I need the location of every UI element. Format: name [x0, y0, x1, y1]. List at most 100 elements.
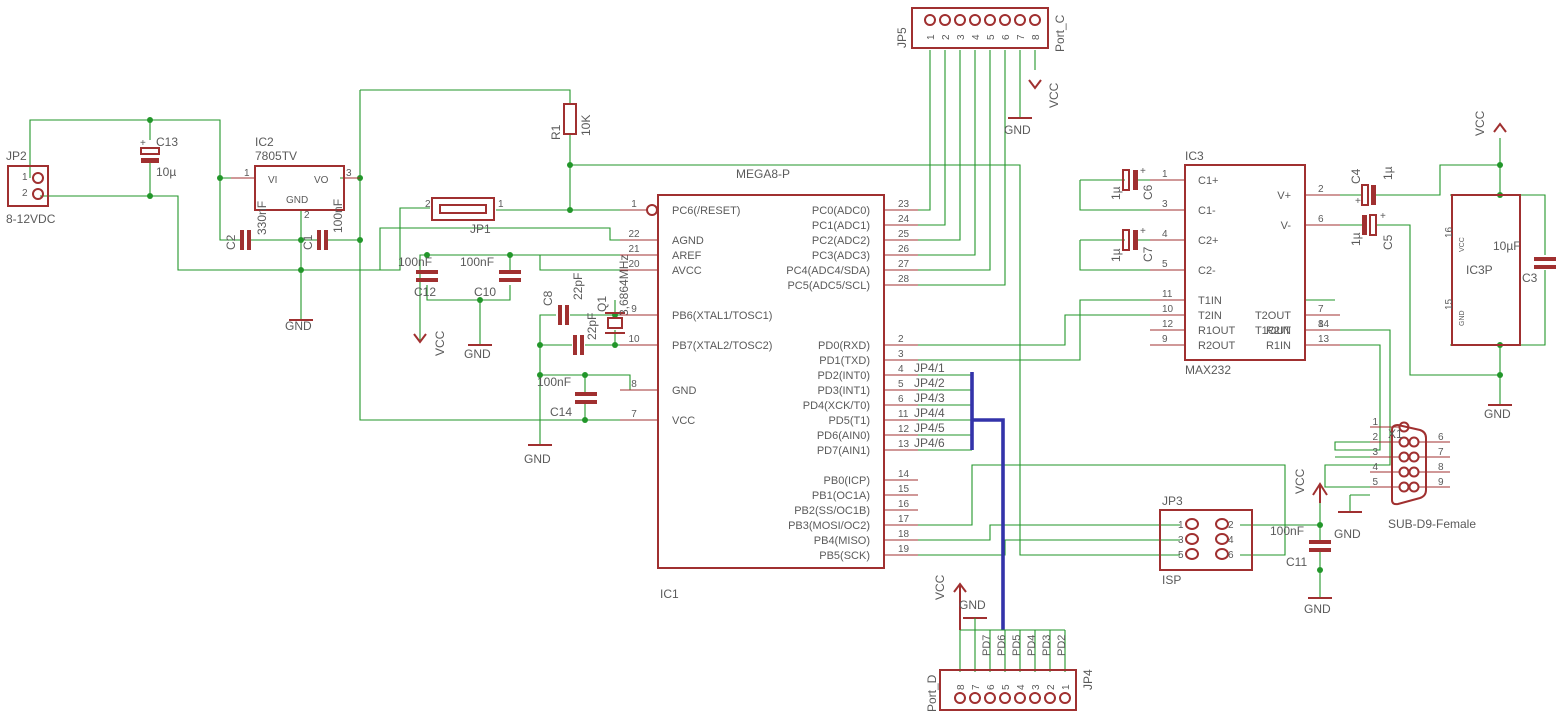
ic1-pin-num: 21: [628, 244, 640, 255]
capacitor-c8: C8 22pF: [541, 273, 585, 325]
gnd-symbol-2: GND: [464, 344, 492, 361]
svg-text:VCC: VCC: [1473, 110, 1487, 136]
jp5-name: JP5: [895, 27, 909, 48]
ic3-pin-label: R1OUT: [1198, 325, 1236, 337]
ic1-pin-num: 28: [898, 274, 910, 285]
ic2-vi: VI: [268, 175, 277, 186]
ic1-pin-num: 24: [898, 214, 910, 225]
ic1-pin-label: AREF: [672, 250, 702, 262]
jp3-pin-num: 2: [1228, 520, 1234, 531]
c1-value: 100nF: [331, 199, 345, 233]
jp5-pin-pad: [1029, 14, 1041, 26]
jp5-pin-num: 3: [956, 34, 967, 40]
ic1-pin-label: PD1(TXD): [819, 355, 870, 367]
ic3-pin-label: C1-: [1198, 205, 1216, 217]
jp4-pin-pad: [984, 692, 996, 704]
capacitor-c1: C1 100nF: [301, 199, 345, 250]
x1-pin-num: 3: [1372, 447, 1378, 458]
c8-value: 22pF: [571, 273, 585, 300]
jp5-pin-num: 2: [941, 34, 952, 40]
jp5-pin-pad: [924, 14, 936, 26]
x1-pin-pad: [1408, 481, 1420, 493]
capacitor-c12: 100nF C12: [398, 255, 438, 299]
ic1-pin-num: 20: [628, 259, 640, 270]
svg-text:+: +: [1380, 211, 1386, 222]
svg-text:GND: GND: [959, 598, 986, 612]
ic3-pin-num: 10: [1162, 304, 1174, 315]
ic1-pin-num: 10: [628, 334, 640, 345]
ic3p-gnd-pin: 15: [1444, 298, 1455, 310]
jp4-signal-label: PD3: [1041, 635, 1053, 656]
jp5-pin-pad: [984, 14, 996, 26]
ic1-pin-label: PC0(ADC0): [812, 205, 870, 217]
jp1-pin-a: 2: [425, 199, 431, 210]
jp5-pin-pad: [954, 14, 966, 26]
capacitor-c13: + C13 10µ: [140, 135, 178, 179]
c3-value: 10µF: [1493, 239, 1521, 253]
c5-name: C5: [1381, 234, 1395, 250]
ic1-pin-label: PC6(/RESET): [672, 205, 740, 217]
svg-text:+: +: [140, 138, 146, 149]
ic1-pin-label: PD5(T1): [828, 415, 870, 427]
jp5-pin-num: 6: [1001, 34, 1012, 40]
capacitor-c9: 22pF: [573, 313, 599, 355]
ic3-pin-label: R2OUT: [1198, 340, 1236, 352]
jp2-name: JP2: [6, 149, 27, 163]
jp5-pin-num: 5: [986, 34, 997, 40]
ic3-name: IC3: [1185, 149, 1204, 163]
x1-pin-pad: [1408, 466, 1420, 478]
bus-label: JP4/3: [914, 391, 945, 405]
ic3-pin-num: 13: [1318, 334, 1330, 345]
svg-text:GND: GND: [285, 319, 312, 333]
ic3-pin-label: T1OUT: [1255, 325, 1291, 337]
ic1-pin-num: 6: [898, 394, 904, 405]
jp5-pin-pad: [1014, 14, 1026, 26]
ic3p-vcc: VCC: [1459, 237, 1466, 252]
bus-label: JP4/6: [914, 436, 945, 450]
ic1-pin-num: 22: [628, 229, 640, 240]
x1-pin-pad: [1398, 421, 1410, 433]
bus-label: JP4/1: [914, 361, 945, 375]
x1-pin-num: 9: [1438, 477, 1444, 488]
x1-value: SUB-D9-Female: [1388, 517, 1476, 531]
jp3-pin-num: 5: [1178, 550, 1184, 561]
jp2-value: 8-12VDC: [6, 212, 56, 226]
ic3-power-block: IC3P 16 15 VCC GND: [1444, 194, 1521, 346]
capacitor-c10: 100nF C10: [460, 255, 521, 299]
svg-text:GND: GND: [1334, 527, 1361, 541]
jp4-signal-label: PD6: [996, 635, 1008, 656]
ic1-pin-label: PB4(MISO): [814, 535, 870, 547]
ic1-pin-label: PD4(XCK/T0): [803, 400, 870, 412]
ic1-pin-label: AGND: [672, 235, 704, 247]
jp5-pin-num: 7: [1016, 34, 1027, 40]
ic3-pin-label: V-: [1281, 220, 1292, 232]
jp4-signal-label: PD5: [1011, 635, 1023, 656]
c5-value: 1µ: [1349, 232, 1363, 246]
x1-pin-pad: [1408, 436, 1420, 448]
ic3-pin-label: V+: [1277, 190, 1291, 202]
jp5-pin-num: 8: [1031, 34, 1042, 40]
ic1-pin-num: 26: [898, 244, 910, 255]
jumper-jp1[interactable]: 2 1 JP1: [425, 197, 504, 236]
svg-text:GND: GND: [1304, 602, 1331, 616]
ic3-pin-num: 8: [1318, 319, 1324, 330]
ic1-pin-num: 2: [898, 334, 904, 345]
jp3-pin-pad: [1185, 533, 1200, 545]
ic3-pin-num: 1: [1162, 169, 1168, 180]
x1-pin-pad: [1398, 451, 1410, 463]
ic1-pin-num: 3: [898, 349, 904, 360]
ic1-pin-label: PB7(XTAL2/TOSC2): [672, 340, 772, 352]
ic3-pin-label: C2+: [1198, 235, 1219, 247]
jp4-pin-num: 7: [971, 684, 982, 690]
jp4-pin-num: 1: [1061, 684, 1072, 690]
c12-value: 100nF: [398, 255, 432, 269]
c11-name: C11: [1286, 555, 1307, 569]
svg-text:VCC: VCC: [433, 330, 447, 356]
mcu-ic1: MEGA8-P IC1 1PC6(/RESET)22AGND21AREF20AV…: [620, 167, 918, 601]
ic1-pin-num: 13: [898, 439, 910, 450]
ic3-pin-num: 9: [1162, 334, 1168, 345]
ic1-pin-num: 12: [898, 424, 910, 435]
port-d-bus: [970, 372, 1005, 630]
gnd-symbol-ic3p: GND: [1484, 404, 1512, 421]
